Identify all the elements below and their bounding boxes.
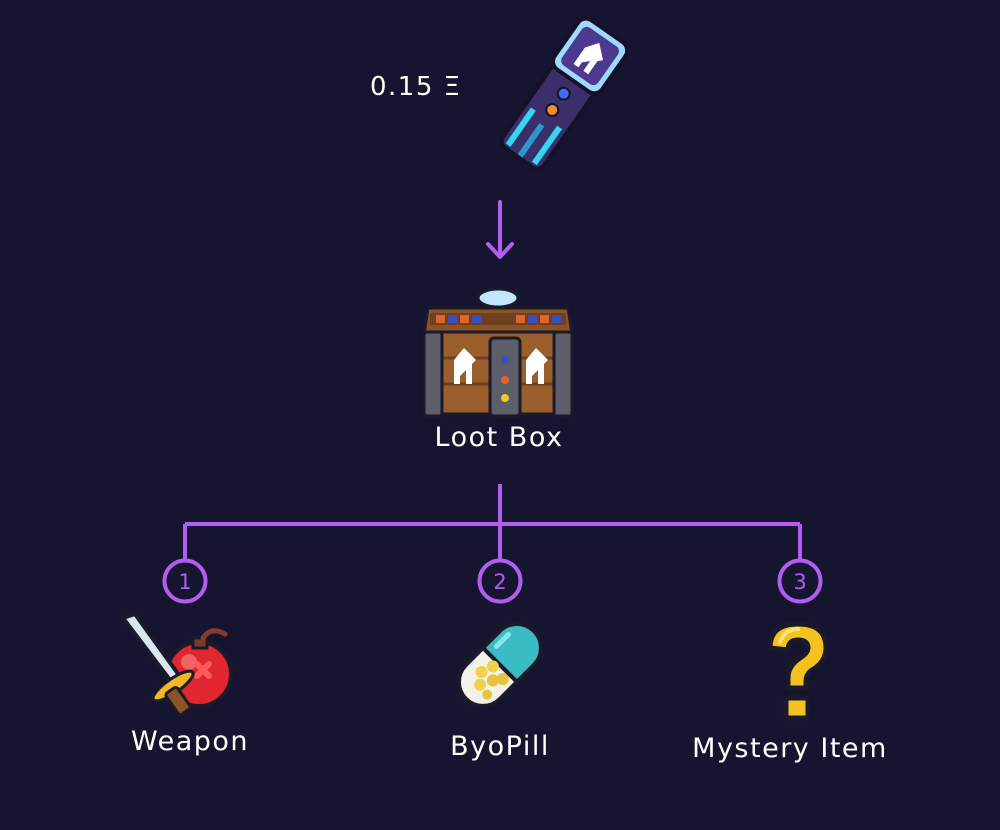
treasure-chest-icon [420,288,576,418]
pill-label: ByoPill [410,731,590,762]
number-badge-1-text: 1 [178,570,191,594]
weapon-label: Weapon [100,726,280,757]
down-arrow [488,202,512,257]
mystery-item-label: Mystery Item [690,733,890,765]
branch-connector [185,484,800,560]
question-mark-icon [758,618,838,723]
number-badge-1: 1 [165,561,206,602]
key-card-icon [485,15,645,180]
sword-bomb-icon [115,612,240,722]
number-badge-3: 3 [780,561,821,602]
lootbox-label: Loot Box [399,422,599,453]
number-badge-2: 2 [480,561,521,602]
number-badge-3-text: 3 [793,570,806,594]
price-label: 0.15 Ξ [370,72,490,102]
pill-capsule-icon [455,622,559,722]
number-badge-2-text: 2 [493,570,506,594]
